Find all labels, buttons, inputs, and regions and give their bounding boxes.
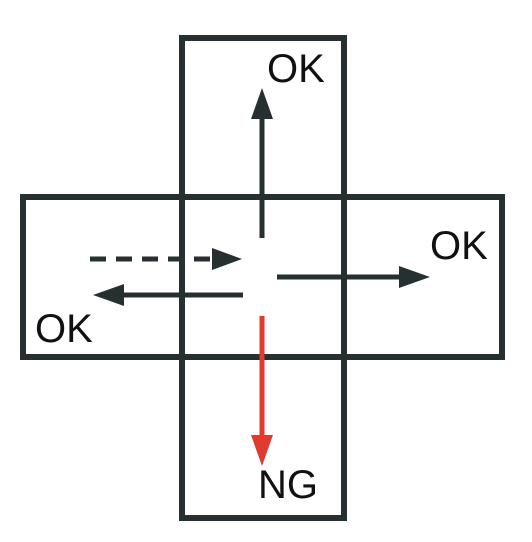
label-up-ok: OK bbox=[267, 47, 325, 91]
arrow-right-icon bbox=[277, 266, 430, 288]
arrow-up-icon bbox=[251, 88, 273, 238]
label-right-ok: OK bbox=[430, 224, 488, 268]
label-down-ng: NG bbox=[258, 463, 318, 507]
label-left-ok: OK bbox=[35, 307, 93, 351]
arrow-down-ng-icon bbox=[251, 316, 273, 466]
arrow-left-icon bbox=[93, 284, 243, 306]
incoming-dashed-arrow-icon bbox=[90, 248, 242, 270]
